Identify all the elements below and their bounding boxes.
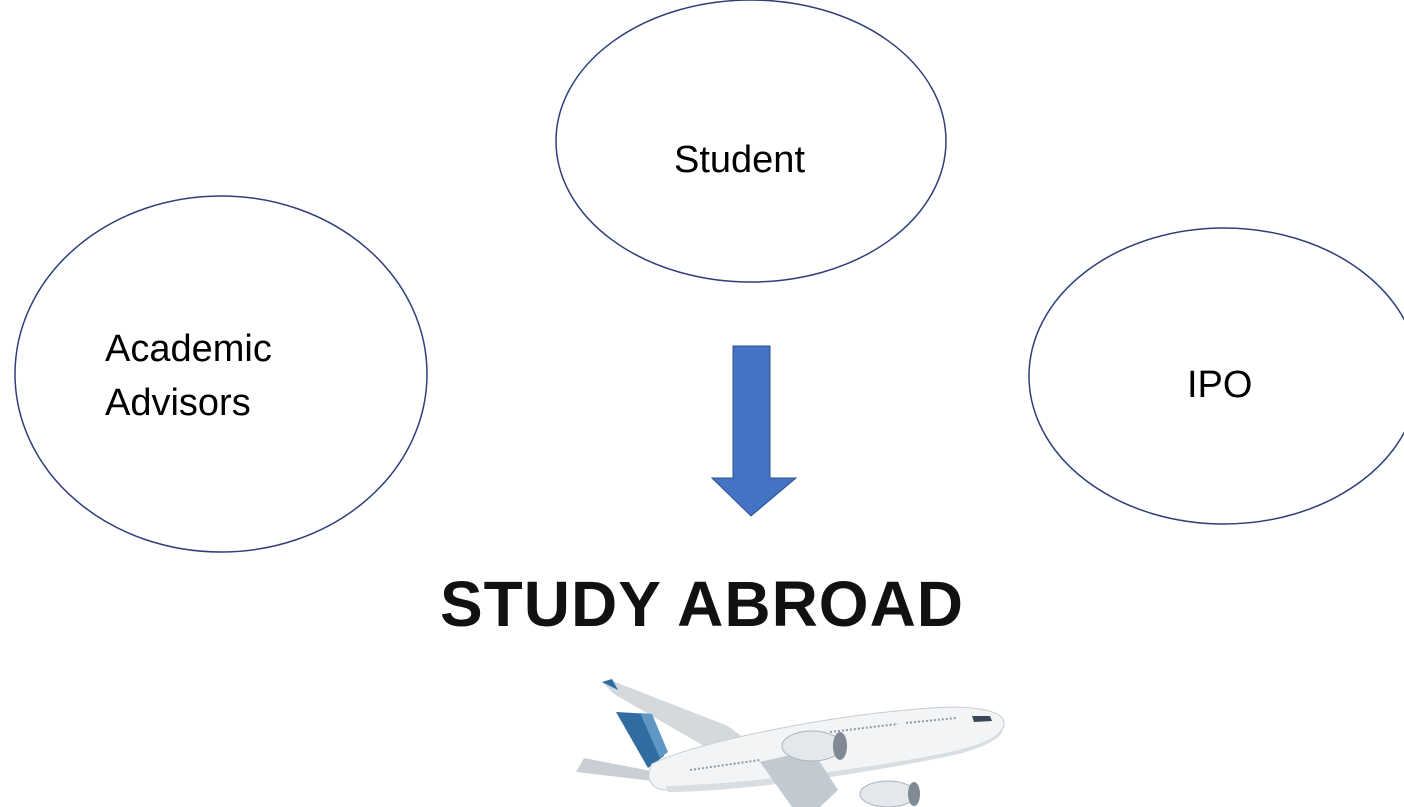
ipo-node	[1028, 227, 1404, 525]
academic-advisors-label-line2: Advisors	[105, 382, 251, 424]
down-arrow-icon	[710, 345, 798, 517]
academic-advisors-label-line1: Academic	[105, 328, 272, 370]
student-node	[555, 0, 947, 283]
airplane-icon	[576, 679, 1005, 807]
student-label: Student	[674, 139, 805, 181]
academic-advisors-node	[14, 195, 428, 553]
ipo-label: IPO	[1187, 364, 1253, 406]
study-abroad-title: STUDY ABROAD	[439, 568, 965, 640]
